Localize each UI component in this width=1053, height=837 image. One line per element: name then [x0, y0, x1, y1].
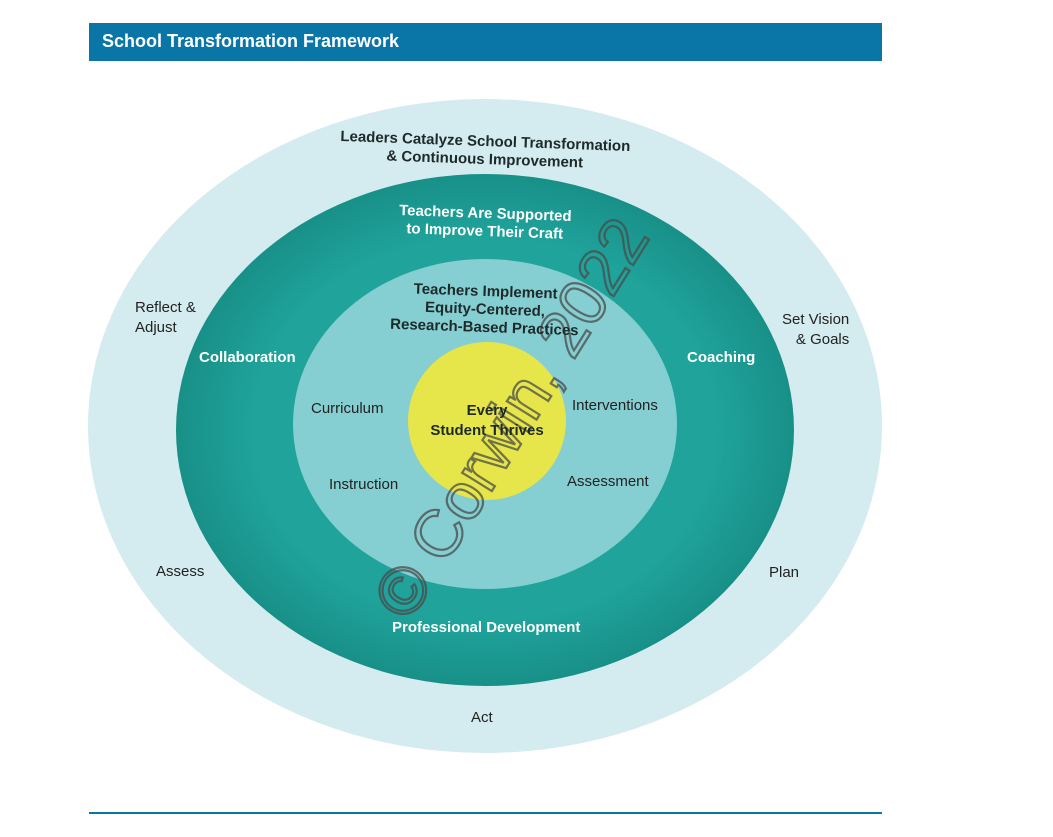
cycle-assess: Assess: [156, 563, 205, 580]
core-label: Every Student Thrives: [417, 401, 557, 441]
support-collaboration: Collaboration: [199, 349, 296, 366]
core-circle: [408, 342, 566, 500]
cycle-reflect-adjust: Reflect & Adjust: [135, 298, 196, 338]
practice-instruction: Instruction: [329, 476, 399, 493]
cycle-act: Act: [471, 709, 493, 726]
support-professional-development: Professional Development: [392, 619, 581, 636]
core-line1: Every: [466, 402, 508, 419]
cycle-plan: Plan: [769, 564, 800, 581]
reflect-line1: Reflect &: [135, 299, 196, 316]
core-line2: Student Thrives: [430, 422, 544, 439]
page-title: School Transformation Framework: [102, 31, 400, 51]
inner-ring-heading: Teachers Implement Equity-Centered, Rese…: [379, 279, 591, 340]
support-coaching: Coaching: [687, 349, 756, 366]
practice-assessment: Assessment: [567, 473, 649, 490]
set-vision-line1: Set Vision: [782, 311, 850, 328]
practice-curriculum: Curriculum: [311, 400, 384, 417]
practice-interventions: Interventions: [572, 397, 658, 414]
cycle-set-vision: Set Vision & Goals: [782, 310, 849, 350]
set-vision-line2: & Goals: [795, 331, 850, 348]
title-bar: School Transformation Framework: [89, 23, 882, 61]
reflect-line2: Adjust: [135, 319, 177, 336]
bottom-rule: [89, 812, 882, 814]
